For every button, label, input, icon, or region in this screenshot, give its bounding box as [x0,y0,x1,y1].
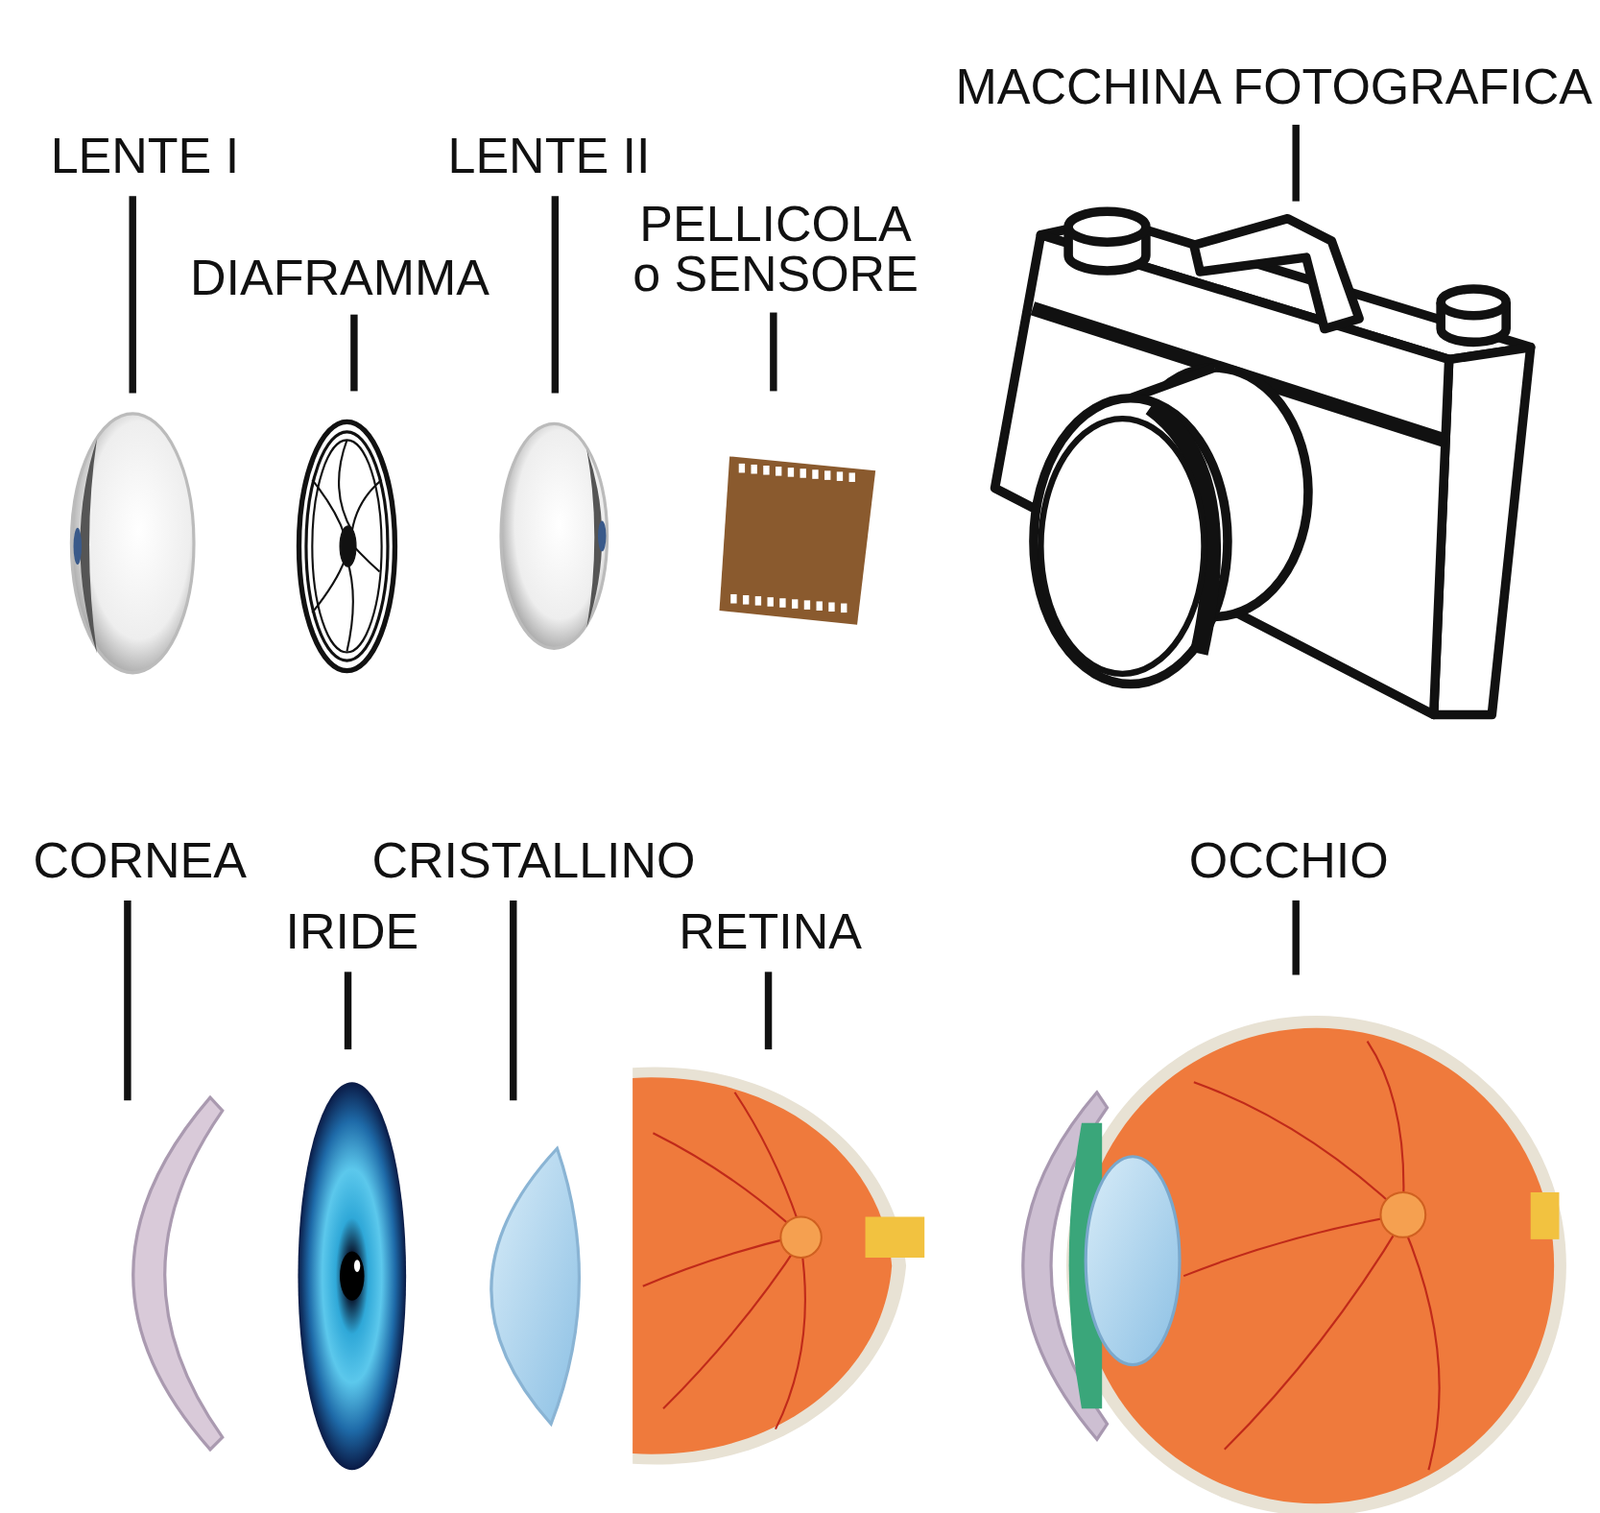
part-label: MACCHINA FOTOGRAFICA [955,61,1593,112]
part-label: RETINA [678,906,862,956]
leader-lines [127,124,1296,1100]
retina [632,1066,925,1464]
cornea [133,1097,223,1450]
camera [995,211,1531,715]
part-label: DIAFRAMMA [190,252,490,303]
part-label: OCCHIO [1189,835,1389,885]
part-label: IRIDE [285,906,419,956]
lens-one [71,413,194,673]
part-label: LENTE II [447,130,650,181]
part-label: LENTE I [50,130,240,181]
diaphragm [298,421,395,670]
eye [1023,1015,1567,1513]
film [719,455,877,624]
part-label: CORNEA [32,835,246,885]
part-label: PELLICOLA o SENSORE [626,198,925,299]
part-label: CRISTALLINO [371,835,695,885]
lens-two [501,423,608,648]
crystalline-lens [491,1147,580,1424]
iris [297,1081,406,1470]
